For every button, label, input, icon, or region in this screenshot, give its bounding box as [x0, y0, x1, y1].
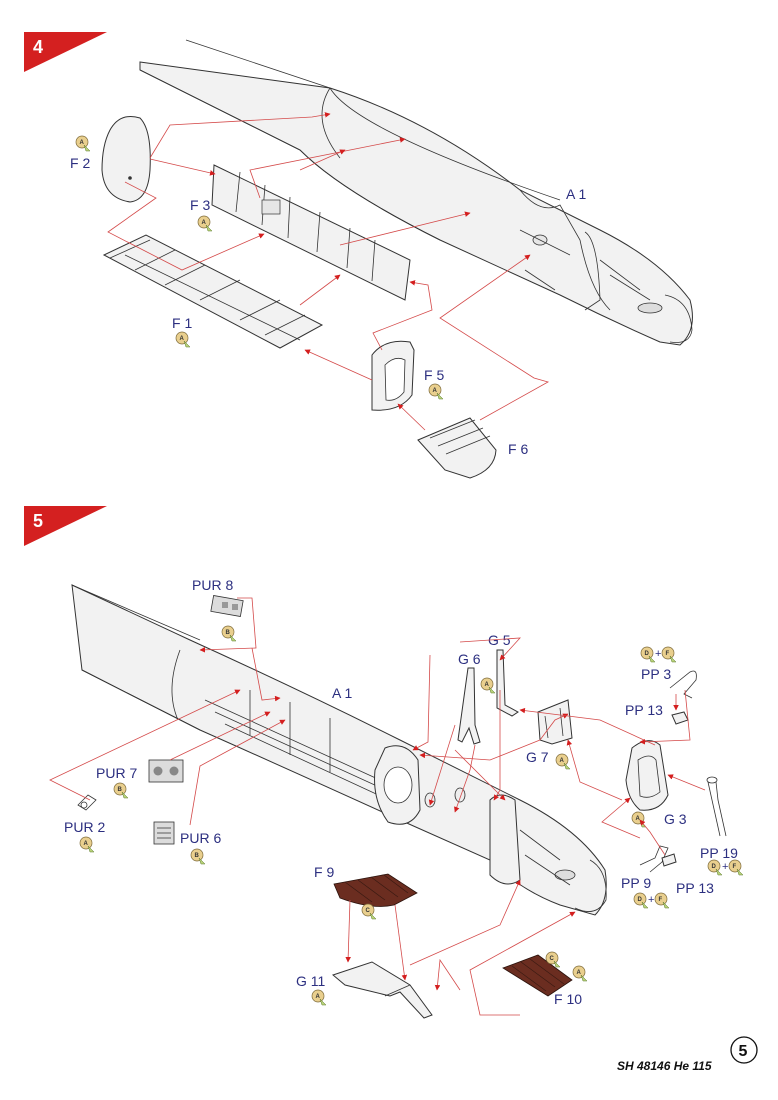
sprue-letter-pp9-d: D — [638, 897, 643, 903]
label-pp19: PP 19 — [700, 845, 738, 861]
footer: SH 48146 He 115 5 — [617, 1036, 758, 1073]
sprue-letter-g6: A — [485, 682, 490, 688]
part-pp9 — [639, 845, 669, 873]
sprue-letter-pur6: B — [195, 853, 200, 859]
label-pp13-a: PP 13 — [625, 702, 663, 718]
sprue-letter-f10-a: A — [577, 970, 582, 976]
label-pp3: PP 3 — [641, 666, 671, 682]
part-pur7 — [148, 759, 184, 783]
fuselage-half-a1-step5 — [71, 584, 607, 916]
label-f10: F 10 — [554, 991, 582, 1007]
page-number-circle — [730, 1036, 758, 1064]
label-g6: G 6 — [458, 651, 481, 667]
sprue-letter-pp3-f: F — [666, 651, 670, 657]
label-g5: G 5 — [488, 632, 511, 648]
label-f2: F 2 — [70, 155, 90, 171]
label-pp13-b: PP 13 — [676, 880, 714, 896]
sprue-letter-pp19-d: D — [712, 864, 717, 870]
label-g3: G 3 — [664, 811, 687, 827]
part-pp13-b — [661, 853, 677, 867]
sprue-letter-g11: A — [316, 994, 321, 1000]
label-a1-step4: A 1 — [566, 186, 586, 202]
sprue-letter-pp19-f: F — [733, 864, 737, 870]
label-g7: G 7 — [526, 749, 549, 765]
sprue-letter-f3: A — [202, 220, 207, 226]
sprue-plus-pp3: + — [655, 648, 661, 660]
sprue-letter-f5: A — [433, 388, 438, 394]
step-5-number: 5 — [33, 511, 43, 531]
label-pur6: PUR 6 — [180, 830, 221, 846]
label-f5: F 5 — [424, 367, 444, 383]
sprue-letter-f1: A — [180, 336, 185, 342]
sprue-plus-pp9: + — [648, 894, 654, 906]
step-5-guides — [49, 597, 706, 1016]
label-pur2: PUR 2 — [64, 819, 105, 835]
page-number: 5 — [739, 1043, 748, 1060]
label-f3: F 3 — [190, 197, 210, 213]
label-a1-step5: A 1 — [332, 685, 352, 701]
part-g5 — [496, 649, 519, 717]
step-4-banner — [24, 32, 107, 72]
part-pp13-a — [671, 711, 689, 725]
step-4-guides — [107, 112, 550, 431]
step-5-banner — [24, 506, 107, 546]
label-f6: F 6 — [508, 441, 528, 457]
part-f1 — [102, 234, 324, 349]
part-f6 — [417, 417, 497, 479]
sprue-letter-g7: A — [560, 758, 565, 764]
label-pur8: PUR 8 — [192, 577, 233, 593]
sprue-letter-g3: A — [636, 816, 641, 822]
part-g3 — [625, 740, 669, 811]
step-4-number: 4 — [33, 37, 43, 57]
part-pur6 — [153, 821, 175, 845]
label-f9: F 9 — [314, 864, 334, 880]
part-g7 — [537, 699, 573, 745]
sprue-letter-pur2: A — [84, 841, 89, 847]
sprue-letter-f9: C — [366, 908, 371, 914]
label-f1: F 1 — [172, 315, 192, 331]
part-pp19 — [706, 776, 727, 837]
sprue-letter-pur8: B — [226, 630, 231, 636]
label-g11: G 11 — [296, 973, 326, 989]
part-pur8 — [210, 595, 244, 617]
sprue-letter-f2: A — [80, 140, 85, 146]
sprue-letter-pp3-d: D — [645, 651, 650, 657]
part-g6 — [457, 667, 481, 745]
label-pp9: PP 9 — [621, 875, 651, 891]
sprue-letter-pur7: B — [118, 787, 123, 793]
part-g11 — [331, 961, 433, 1019]
part-f2 — [101, 116, 151, 203]
step-4: 4 F 2 A F 3 — [24, 32, 693, 479]
sprue-plus-pp19: + — [722, 861, 728, 873]
part-f9 — [333, 873, 418, 907]
step-5: 5 A 1 PUR 8 B — [24, 506, 744, 1019]
label-pur7: PUR 7 — [96, 765, 137, 781]
fuselage-half-a1-step4 — [139, 39, 693, 346]
sprue-letter-f10-c: C — [550, 956, 555, 962]
part-pur2 — [77, 794, 97, 811]
sprue-letter-pp9-f: F — [659, 897, 663, 903]
part-f10 — [502, 954, 573, 997]
part-f5 — [371, 340, 415, 411]
part-f3 — [211, 164, 411, 301]
part-pp3 — [669, 670, 697, 699]
footer-code: SH 48146 He 115 — [617, 1059, 712, 1073]
